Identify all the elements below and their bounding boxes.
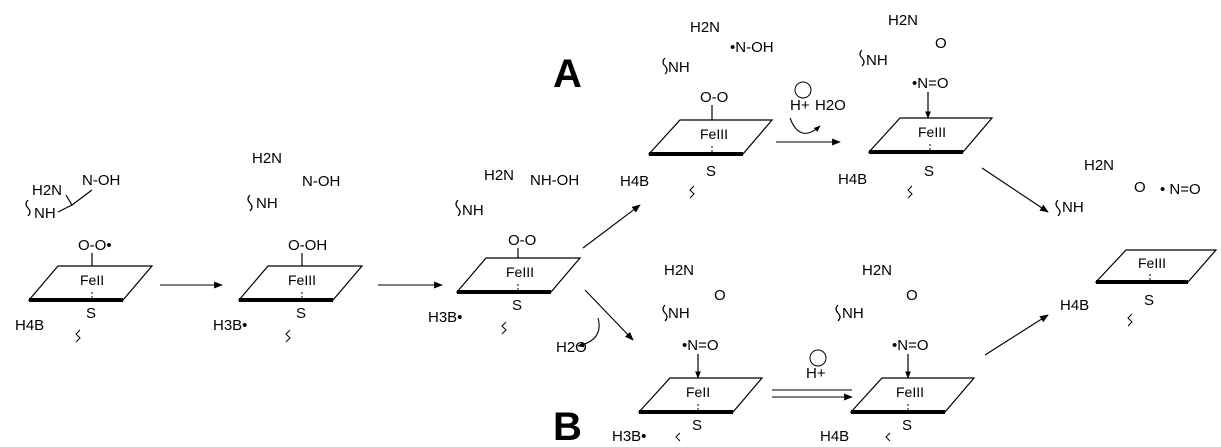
- water-release-arrow-a: [789, 117, 821, 134]
- sulfur-label-b2: S: [902, 417, 912, 434]
- structure-b1-fe2-nitrosyl: H2N NH O •N=O FeII S H3B•: [612, 262, 764, 445]
- sulfur-label-2: S: [296, 305, 306, 322]
- pathway-label-a: A: [553, 52, 582, 96]
- oxygen-label: O: [714, 287, 726, 304]
- cofactor-label-1: H4B: [15, 317, 44, 334]
- iron-label-b1: FeII: [686, 384, 710, 400]
- structure-3-fe3-adduct: H2N NH NH-OH O-O FeIII S H3B•: [428, 167, 582, 335]
- products-urea-nitric-oxide: H2N NH O • N=O: [1055, 157, 1201, 217]
- arrow-3-to-a1: [582, 204, 641, 249]
- nh-label: NH: [668, 59, 690, 76]
- peroxo-label: O-O: [508, 232, 536, 249]
- nh-label: NH: [462, 202, 484, 219]
- structure-a1-fe3-nitroxyl-adduct: H2N NH •N-OH O-O FeIII S H4B: [620, 19, 774, 199]
- h2n-label: H2N: [862, 262, 892, 279]
- cofactor-label-2: H3B•: [213, 317, 247, 334]
- sulfur-label-1: S: [86, 305, 96, 322]
- h2n-label: H2N: [32, 182, 62, 199]
- iron-label-1: FeII: [80, 272, 104, 288]
- iron-label-3: FeIII: [506, 264, 534, 280]
- water-release-arrow-b: [577, 317, 600, 348]
- nitric-oxide-label: • N=O: [1160, 181, 1201, 198]
- sulfur-label-a2: S: [924, 163, 934, 180]
- proton-label-b: H+: [806, 365, 826, 382]
- h2n-label: H2N: [252, 150, 282, 167]
- nitrosyl-label-a: •N=O: [912, 75, 949, 92]
- sulfur-label-final: S: [1144, 292, 1154, 309]
- h2n-label: H2N: [1084, 157, 1114, 174]
- n-oh-label: N-OH: [302, 173, 340, 190]
- nitrosyl-label-b1: •N=O: [682, 337, 719, 354]
- structure-1-fe2-superoxo: H2N NH N-OH O-O• FeII S H4B: [15, 172, 154, 343]
- oxygen-label: O: [1134, 179, 1146, 196]
- water-label-b: H2O: [556, 339, 587, 356]
- structure-a2-fe3-nitrosyl: H2N NH O •N=O FeIII S H4B: [838, 12, 994, 199]
- nh-label: NH: [842, 305, 864, 322]
- cofactor-label-b1: H3B•: [612, 428, 646, 445]
- iron-label-a2: FeIII: [918, 124, 946, 140]
- proton-charge-circle-b: [809, 349, 827, 367]
- structure-b2-fe3-nitrosyl: H2N NH O •N=O FeIII S H4B: [820, 262, 976, 445]
- oxygen-label: O: [906, 287, 918, 304]
- arrow-b2-to-final: [984, 314, 1049, 356]
- arrow-3-to-b1: [584, 289, 634, 341]
- cofactor-label-a2: H4B: [838, 171, 867, 188]
- sulfur-label-3: S: [512, 297, 522, 314]
- water-label-a: H2O: [815, 97, 846, 114]
- nh-label: NH: [668, 305, 690, 322]
- cofactor-label-b2: H4B: [820, 428, 849, 445]
- nh-label: NH: [34, 205, 56, 222]
- iron-label-final: FeIII: [1138, 255, 1166, 271]
- proton-charge-circle: [794, 81, 812, 99]
- nh-label: NH: [256, 195, 278, 212]
- peroxo-label: O-O: [700, 89, 728, 106]
- h2n-label: H2N: [888, 12, 918, 29]
- sulfur-label-b1: S: [692, 417, 702, 434]
- h2n-label: H2N: [484, 167, 514, 184]
- iron-label-a1: FeIII: [700, 126, 728, 142]
- arrow-a2-to-product: [981, 167, 1049, 213]
- structure-final-fe3: FeIII S H4B: [1060, 249, 1218, 327]
- iron-label-b2: FeIII: [896, 384, 924, 400]
- oxygen-label: O: [935, 35, 947, 52]
- structure-2-fe3-hydroperoxo: H2N NH N-OH O-OH FeIII S H3B•: [213, 150, 364, 343]
- nh-oh-label: NH-OH: [530, 172, 579, 189]
- cofactor-label-3: H3B•: [428, 309, 462, 326]
- n-radical-oh-label: •N-OH: [730, 39, 774, 56]
- hydroperoxo-label: O-OH: [288, 237, 327, 254]
- proton-label-a: H+: [790, 97, 810, 114]
- cofactor-label-final: H4B: [1060, 297, 1089, 314]
- iron-label-2: FeIII: [288, 272, 316, 288]
- h2n-label: H2N: [690, 19, 720, 36]
- superoxo-label: O-O•: [78, 237, 112, 254]
- sulfur-label-a1: S: [706, 163, 716, 180]
- nh-label: NH: [866, 52, 888, 69]
- cofactor-label-a1: H4B: [620, 173, 649, 190]
- h2n-label: H2N: [664, 262, 694, 279]
- n-oh-label: N-OH: [82, 172, 120, 189]
- nitrosyl-label-b2: •N=O: [892, 337, 929, 354]
- pathway-label-b: B: [553, 405, 582, 447]
- nh-label: NH: [1062, 199, 1084, 216]
